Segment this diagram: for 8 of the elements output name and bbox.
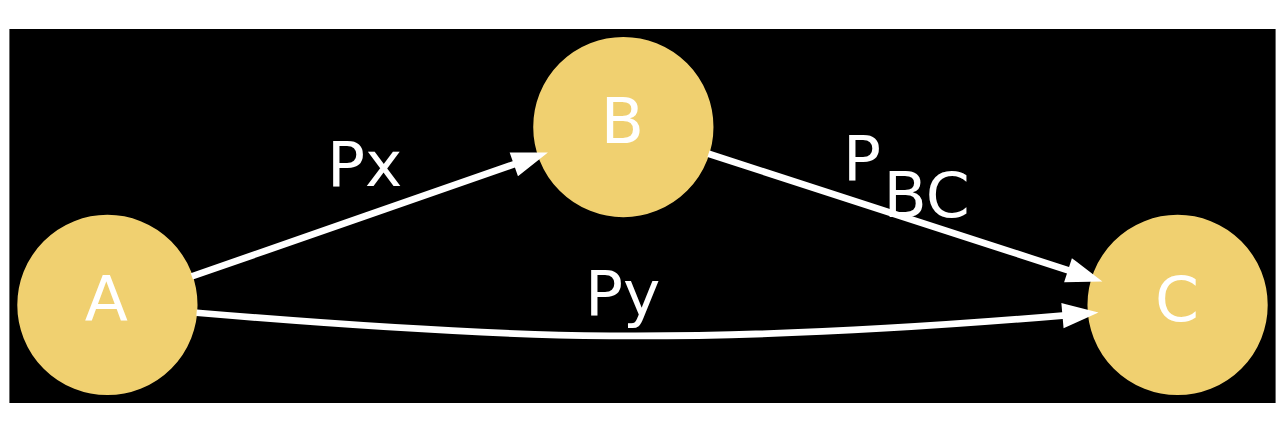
arrow [707,150,1103,282]
node-circle: B [533,36,714,217]
edge-label: Px [327,126,403,201]
edge-label: Py [585,255,661,330]
arrow [196,302,1099,339]
arrow [190,151,548,280]
node-circle: C [1087,214,1268,395]
node-circle: A [17,214,198,395]
